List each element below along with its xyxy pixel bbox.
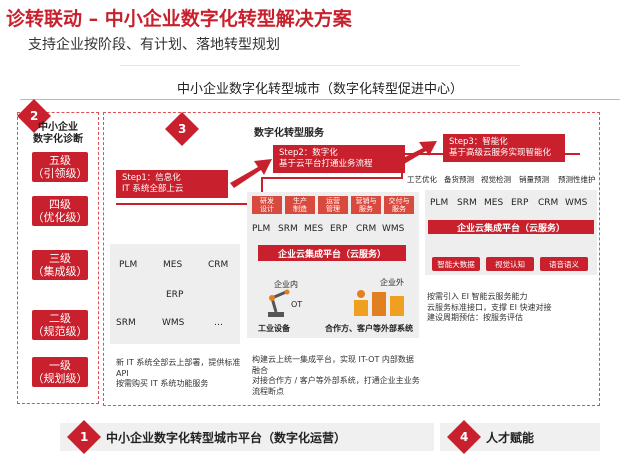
stage-item: 营销与 服务 (351, 196, 381, 214)
divider (120, 65, 520, 66)
tag-item: 视觉检测 (481, 175, 511, 184)
tag-item: 备货预测 (444, 175, 474, 184)
mid-system-item: WMS (382, 224, 405, 234)
right-system-item: SRM (457, 198, 477, 208)
page-title: 诊转联动 – 中小企业数字化转型解决方案 (6, 8, 352, 30)
level-item: 二级 （规范级） (32, 310, 88, 340)
system-mes: MES (163, 260, 183, 270)
stage-item: 运营 管理 (318, 196, 348, 214)
level-item: 一级 （规划级） (32, 357, 88, 387)
stage-item: 交付与 服务 (384, 196, 414, 214)
note-left-2: 按需购买 IT 系统功能服务 (116, 379, 209, 388)
note-mid-1: 构建云上统一集成平台，实现 IT-OT 内部数据融合 (252, 355, 414, 375)
right-system-item: ERP (511, 198, 529, 208)
system-srm: SRM (116, 318, 136, 328)
level-item: 三级 （集成级） (32, 250, 88, 280)
divider (20, 99, 620, 100)
mid-system-item: CRM (356, 224, 377, 234)
ot-label: OT (291, 300, 303, 309)
tag-item: 销量预测 (519, 175, 549, 184)
stage-item: 生产 制造 (285, 196, 315, 214)
it-systems-area (110, 244, 240, 344)
note-left-1: 新 IT 系统全部云上部署，提供标准 API (116, 358, 241, 378)
system-erp: ERP (166, 290, 184, 300)
right-system-item: WMS (565, 198, 588, 208)
notes-right: 按需引入 EI 智能云服务能力 云服务标准接口，支撑 EI 快速对接 建设周期预… (427, 292, 595, 324)
system-plm: PLM (119, 260, 138, 270)
note-right-3: 建设周期预估：按服务评估 (427, 313, 523, 322)
note-right-1: 按需引入 EI 智能云服务能力 (427, 292, 528, 301)
mid-system-item: ERP (330, 224, 348, 234)
city-platform-box (60, 423, 434, 451)
level-item: 四级 （优化级） (32, 196, 88, 226)
arrow-icon (230, 159, 272, 188)
tag-item: 工艺优化 (407, 175, 437, 184)
mid-system-item: SRM (278, 224, 298, 234)
system-wms: WMS (162, 318, 185, 328)
stage-item: 研发 设计 (252, 196, 282, 214)
step2-label: Step2：数字化 基于云平台打通业务流程 (273, 145, 405, 173)
notes-mid: 构建云上统一集成平台，实现 IT-OT 内部数据融合 对接合作方 / 客户等外部… (252, 355, 420, 397)
diagnosis-panel (17, 112, 99, 404)
arrow-icon (395, 141, 437, 167)
tag-item: 预测性维护 (558, 175, 596, 184)
staircase (116, 153, 580, 205)
ai-service-item: 视觉认知 (486, 257, 534, 271)
partners-label: 合作方、客户等外部系统 (325, 324, 413, 333)
ai-service-item: 智能大数据 (432, 257, 480, 271)
right-system-item: MES (484, 198, 504, 208)
city-title: 中小企业数字化转型城市（数字化转型促进中心） (176, 82, 463, 97)
notes-left: 新 IT 系统全部云上部署，提供标准 API 按需购买 IT 系统功能服务 (116, 358, 241, 390)
inside-label: 企业内 (274, 280, 298, 289)
right-platform: 企业云集成平台（云服务） (428, 220, 594, 234)
system-more: … (214, 318, 223, 328)
city-platform-label: 中小企业数字化转型城市平台（数字化运营） (106, 431, 347, 445)
level-item: 五级 （引领级） (32, 152, 88, 182)
note-mid-2: 对接合作方 / 客户等外部系统，打通企业主业务流程断点 (252, 376, 420, 396)
services-title: 数字化转型服务 (254, 128, 324, 139)
mid-platform: 企业云集成平台（云服务） (258, 245, 406, 261)
right-system-item: CRM (538, 198, 559, 208)
diagnosis-title: 中小企业 数字化诊断 (33, 122, 83, 145)
outside-label: 企业外 (380, 278, 404, 287)
services-panel (103, 112, 600, 406)
step3-label: Step3：智能化 基于高级云服务实现智能化 (443, 134, 565, 162)
right-system-item: PLM (430, 198, 449, 208)
mid-system-item: MES (304, 224, 324, 234)
page-subtitle: 支持企业按阶段、有计划、落地转型规划 (28, 37, 280, 53)
step1-label: Step1：信息化 IT 系统全部上云 (116, 170, 228, 198)
system-crm: CRM (208, 260, 229, 270)
mid-system-item: PLM (252, 224, 271, 234)
industrial-label: 工业设备 (258, 324, 290, 333)
partners-icon (354, 290, 404, 316)
talent-label: 人才赋能 (486, 431, 535, 445)
note-right-2: 云服务标准接口，支撑 EI 快速对接 (427, 302, 552, 312)
ai-service-item: 语音语义 (540, 257, 588, 271)
robot-arm-icon (268, 289, 290, 317)
